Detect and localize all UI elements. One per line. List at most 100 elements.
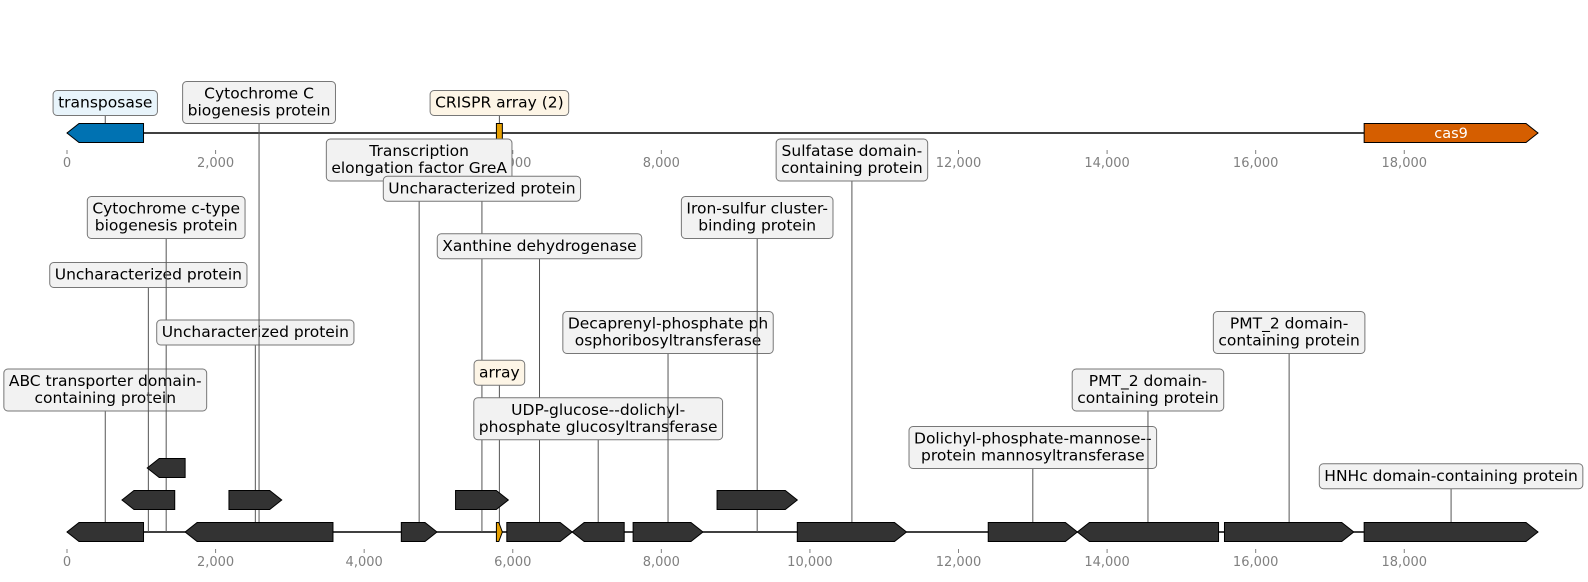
annotation-transposase: transposase — [52, 90, 158, 116]
annotation-text: Xanthine dehydrogenase — [442, 237, 636, 255]
annotation-text: biogenesis protein — [95, 217, 238, 235]
annotation-box — [436, 233, 643, 260]
tick-label: 4,000 — [346, 555, 383, 570]
annotation-box — [473, 397, 724, 441]
tick-label: 12,000 — [936, 156, 982, 171]
gene-arrow — [121, 490, 176, 510]
gene-iron-sulfur — [716, 490, 799, 510]
gene-label: cas9 — [1434, 126, 1468, 142]
gene-hnhc — [1363, 522, 1539, 542]
gene-arrow — [1363, 123, 1539, 143]
annotation-udp-glucose: UDP-glucose--dolichyl-phosphate glucosyl… — [473, 397, 724, 441]
annotation-text: UDP-glucose--dolichyl- — [511, 401, 685, 419]
tick-label: 18,000 — [1382, 555, 1428, 570]
gene-arrow — [184, 522, 334, 542]
annotation-text: Cytochrome c-type — [92, 200, 240, 218]
annotation-text: CRISPR array (2) — [435, 94, 564, 112]
gene-pmt2-1 — [1076, 522, 1220, 542]
gene-transposase-gene — [66, 123, 145, 143]
gene-arrow — [455, 490, 510, 510]
gene-transcription-greA — [400, 522, 438, 542]
gene-arrow — [146, 458, 186, 478]
gene-cytochrome-c-type — [146, 458, 186, 478]
gene-uncharacterized-2 — [228, 490, 283, 510]
annotation-text: osphoribosyltransferase — [575, 332, 762, 350]
annotation-text: PMT_2 domain- — [1089, 372, 1207, 391]
annotation-box — [680, 196, 834, 239]
gene-arrow — [716, 490, 799, 510]
annotation-box — [382, 175, 582, 202]
annotation-text: containing protein — [1218, 332, 1360, 350]
annotation-box — [49, 262, 248, 288]
annotation-array: array — [473, 359, 526, 386]
gene-arrow — [987, 522, 1079, 542]
gene-xanthine-dehydrogenase — [506, 522, 573, 542]
top-track: 02,0004,0006,0008,00010,00012,00014,0001… — [52, 90, 1539, 171]
gene-cytochrome-c-biogenesis — [184, 522, 334, 542]
annotation-box — [775, 138, 929, 182]
annotation-text: PMT_2 domain- — [1230, 315, 1348, 334]
annotation-text: HNHc domain-containing protein — [1324, 467, 1578, 485]
gene-arrow — [796, 522, 908, 542]
annotation-text: Uncharacterized protein — [55, 266, 242, 284]
annotation-box — [562, 311, 774, 354]
annotation-hnhc: HNHc domain-containing protein — [1318, 463, 1584, 490]
annotation-text: Cytochrome C — [204, 85, 314, 103]
annotation-text: containing protein — [781, 159, 923, 177]
annotation-pmt2-2: PMT_2 domain-containing protein — [1212, 311, 1366, 354]
gene-arrow — [1223, 522, 1355, 542]
annotation-text: Uncharacterized protein — [162, 323, 349, 341]
tick-label: 12,000 — [936, 555, 982, 570]
annotation-text: protein mannosyltransferase — [921, 447, 1145, 465]
gene-arrow — [571, 522, 625, 542]
annotation-uncharacterized-2: Uncharacterized protein — [156, 319, 355, 346]
annotation-box — [86, 196, 246, 239]
gene-arrow — [66, 123, 145, 143]
gene-arrow — [495, 522, 503, 542]
gene-arrow — [1076, 522, 1220, 542]
annotation-uncharacterized-1: Uncharacterized protein — [49, 262, 248, 288]
annotation-text: Dolichyl-phosphate-mannose-- — [914, 430, 1152, 448]
annotation-text: Transcription — [368, 142, 469, 160]
gene-arrow — [66, 522, 145, 542]
tick-label: 2,000 — [197, 156, 234, 171]
gene-cas9-gene: cas9 — [1363, 123, 1539, 143]
annotation-box — [1318, 463, 1584, 490]
annotation-box — [3, 368, 208, 412]
annotation-box — [908, 426, 1158, 469]
annotation-text: biogenesis protein — [188, 102, 331, 120]
gene-arrow — [506, 522, 573, 542]
gene-decaprenyl-phosphate — [632, 522, 704, 542]
annotation-pmt2-1: PMT_2 domain-containing protein — [1071, 368, 1225, 412]
tick-label: 2,000 — [197, 555, 234, 570]
gene-arrow — [400, 522, 438, 542]
annotation-text: Decaprenyl-phosphate ph — [568, 315, 768, 333]
gene-arrow — [1363, 522, 1539, 542]
annotation-text: containing protein — [1077, 389, 1219, 407]
annotation-text: transposase — [58, 94, 152, 112]
gene-arrow — [632, 522, 704, 542]
annotation-xanthine-dehydrogenase: Xanthine dehydrogenase — [436, 233, 643, 260]
tick-label: 14,000 — [1084, 156, 1130, 171]
gene-sulfatase — [796, 522, 908, 542]
annotation-decaprenyl-phosphate: Decaprenyl-phosphate phosphoribosyltrans… — [562, 311, 774, 354]
annotation-text: phosphate glucosyltransferase — [479, 418, 718, 436]
gene-pmt2-2 — [1223, 522, 1355, 542]
annotation-text: elongation factor GreA — [331, 159, 507, 177]
annotation-text: containing protein — [34, 389, 176, 407]
tick-label: 16,000 — [1233, 555, 1279, 570]
tick-label: 8,000 — [643, 156, 680, 171]
annotation-text: binding protein — [698, 217, 816, 235]
gene-arrow — [228, 490, 283, 510]
tick-label: 10,000 — [787, 555, 833, 570]
annotation-box — [1212, 311, 1366, 354]
tick-label: 18,000 — [1382, 156, 1428, 171]
tick-label: 8,000 — [643, 555, 680, 570]
annotation-sulfatase: Sulfatase domain-containing protein — [775, 138, 929, 182]
gene-uncharacterized-3 — [455, 490, 510, 510]
